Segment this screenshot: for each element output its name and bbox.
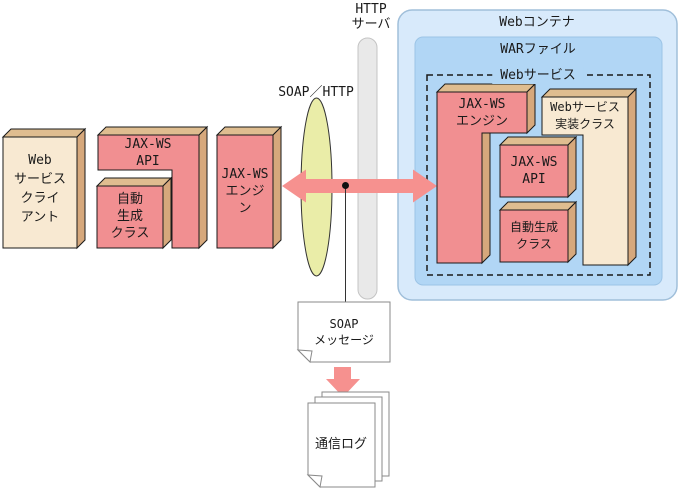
http-server-label: HTTP サーバ [351,2,391,32]
soap-http-double-arrow [282,169,437,203]
autogen-right-box [498,200,578,264]
http-server-bar [357,37,378,300]
jaxws-api-left-front [97,134,200,249]
autogen-left-top [95,177,173,187]
soap-message-label: SOAP メッセージ [314,317,374,347]
autogen-left-box [95,176,173,250]
jaxws-engine-left-box [215,125,283,250]
impl-class-side [627,87,637,267]
impl-class-label: Webサービス 実装クラス [550,100,620,131]
jaxws-engine-right-side-bar [526,82,536,135]
jaxws-api-right-front [499,144,569,198]
log-down-arrow [326,367,360,397]
jaxws-api-left-side [198,125,208,250]
soap-message-doc [296,301,391,364]
autogen-left-front [96,185,164,249]
jaxws-engine-left-label: JAX-WS エンジ ン [221,167,269,216]
client-box [1,127,87,250]
jaxws-engine-right-label: JAX-WS エンジン [455,97,509,129]
web-service-label: Webサービス [492,67,584,84]
jaxws-api-left-box [96,125,209,250]
impl-class-box [540,87,638,267]
impl-class-front [541,96,629,266]
comm-log-docs [306,391,390,489]
client-box-top [1,128,87,138]
autogen-right-label: 自動生成 クラス [509,220,559,251]
jaxws-api-right-label: JAX-WS API [510,155,558,187]
client-label: Web サービス クライ アント [13,153,67,225]
autogen-right-top [498,201,578,211]
web-container-label: Webコンテナ [499,15,575,30]
jaxws-api-right-top [498,136,578,146]
comm-log-label: 通信ログ [314,437,368,452]
soap-message-fold [296,349,313,364]
jaxws-engine-left-top [215,126,283,136]
jaxws-api-left-top [96,126,209,136]
client-box-front [2,136,78,249]
jaxws-api-right-side [567,135,577,199]
jaxws-api-left-label: JAX-WS API [124,137,172,169]
autogen-left-label: 自動 生成 クラス [110,192,150,241]
soap-message-page [297,301,391,363]
jaxws-engine-right-side-col [481,126,491,265]
jaxws-api-right-box [498,135,578,199]
jaxws-engine-right-top [435,83,537,93]
autogen-right-side [567,200,577,264]
client-box-side [76,127,86,250]
autogen-right-front [499,209,569,263]
war-file-label: WARファイル [500,42,576,57]
soap-http-label: SOAP／HTTP [278,85,354,100]
comm-log-page-front [307,402,376,488]
jaxws-engine-right-front [436,91,528,264]
jaxws-engine-right-box [435,82,537,265]
tap-dot [342,182,349,189]
jaxws-engine-left-side [272,125,282,250]
jaxws-engine-left-front [216,134,274,249]
autogen-left-side [162,176,172,250]
comm-log-fold [306,474,323,489]
impl-class-top [540,88,638,98]
